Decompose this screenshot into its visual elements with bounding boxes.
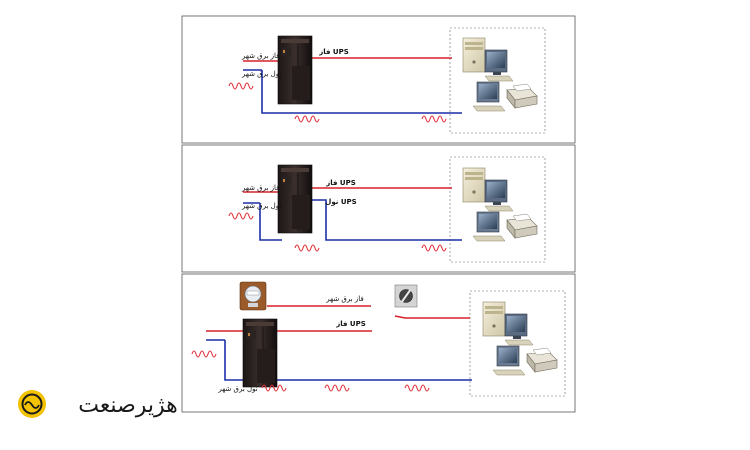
panel-2: فاز برق شهر نول برق شهر فاز UPS نول UPS — [181, 144, 576, 273]
panel-2-frame — [181, 144, 576, 273]
panel-1-ups-cabinet-icon — [277, 35, 313, 105]
panel-1-frame — [181, 15, 576, 144]
panel-2-ups-neutral-label: نول UPS — [325, 198, 356, 206]
panel-3-neutral-bus — [224, 340, 472, 381]
brand-name: هژیرصنعت — [78, 393, 178, 418]
panel-2-ups-neutral-line — [312, 199, 462, 241]
panel-3-ups-phase-label: فاز UPS — [335, 320, 366, 328]
panel-2-city-neutral-return — [259, 203, 282, 241]
panel-1-neutral-bus — [261, 70, 462, 114]
panel-1: فاز برق شهر نول برق شهر فاز UPS — [181, 15, 576, 144]
panel-3-changeover-switch-icon — [394, 284, 418, 308]
panel-1-ups-phase-label: فاز UPS — [318, 48, 349, 56]
panel-3-switch-output-line — [394, 315, 470, 319]
panel-3: فاز برق شهر فاز UPS نول برق شهر — [181, 273, 576, 413]
panel-1-city-neutral-label: نول برق شهر — [241, 70, 281, 78]
panel-3-city-phase-label: فاز برق شهر — [325, 295, 364, 303]
panel-3-city-neutral-label: نول برق شهر — [217, 385, 257, 393]
panel-2-city-neutral-label: نول برق شهر — [241, 202, 281, 210]
panel-3-meter-icon — [239, 281, 267, 311]
panel-2-ups-cabinet-icon — [277, 164, 313, 234]
panel-3-ups-cabinet-icon — [242, 318, 278, 388]
panel-2-city-phase-label: فاز برق شهر — [241, 184, 280, 192]
brand-logo: هژیرصنعت — [18, 390, 178, 418]
panel-2-ups-phase-label: فاز UPS — [325, 179, 356, 187]
panel-1-city-phase-label: فاز برق شهر — [241, 52, 280, 60]
